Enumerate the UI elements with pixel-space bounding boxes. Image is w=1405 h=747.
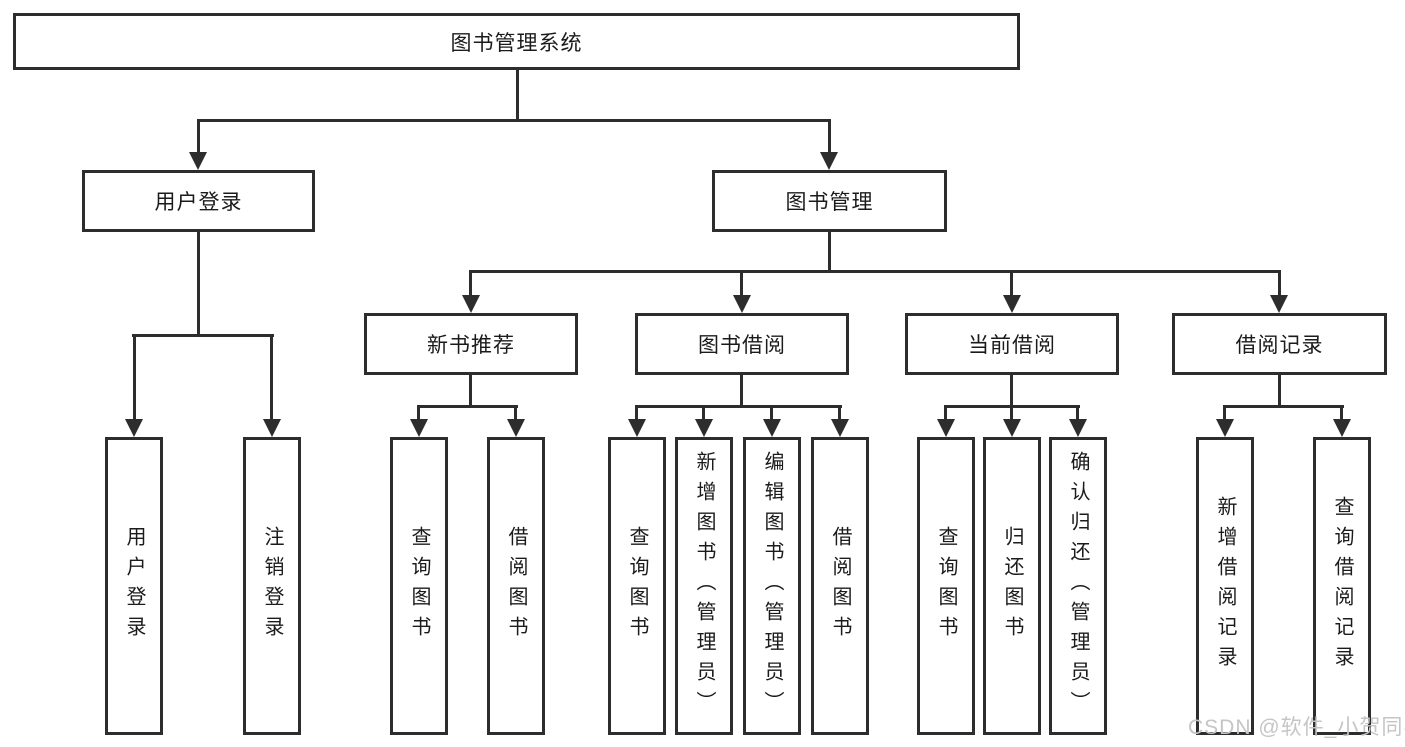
connector-line <box>828 119 831 152</box>
connector-line <box>133 334 136 419</box>
connector-line <box>1010 270 1013 295</box>
connector-line <box>1010 375 1013 406</box>
node-library-management-system: 图书管理系统 <box>13 13 1020 70</box>
connector-line <box>197 119 200 152</box>
leaf-borrow-books-recommend: 借阅图书 <box>487 437 545 735</box>
leaf-label: 归还图书 <box>1001 526 1023 646</box>
leaf-query-books-current: 查询图书 <box>917 437 975 735</box>
connector-line <box>1278 375 1281 406</box>
arrowhead-down-icon <box>1270 295 1288 313</box>
leaf-label: 编辑图书（管理员） <box>761 451 783 721</box>
connector-line <box>770 405 773 419</box>
leaf-return-books: 归还图书 <box>983 437 1041 735</box>
arrowhead-down-icon <box>937 419 955 437</box>
connector-line <box>740 270 743 295</box>
leaf-label: 查询图书 <box>626 526 648 646</box>
connector-line <box>1278 270 1281 295</box>
connector-line <box>516 70 519 120</box>
arrowhead-down-icon <box>628 419 646 437</box>
connector-line <box>635 405 638 419</box>
node-book-management: 图书管理 <box>712 170 947 232</box>
connector-line <box>270 334 273 419</box>
leaf-add-book-admin: 新增图书（管理员） <box>675 437 733 735</box>
arrowhead-down-icon <box>1069 419 1087 437</box>
watermark: CSDN @软件_小贺同学 <box>1188 716 1405 739</box>
leaf-edit-book-admin: 编辑图书（管理员） <box>743 437 801 735</box>
arrowhead-down-icon <box>1003 295 1021 313</box>
leaf-user-login: 用户登录 <box>105 437 163 735</box>
connector-line <box>635 405 842 408</box>
leaf-label: 用户登录 <box>123 526 145 646</box>
connector-line <box>740 375 743 406</box>
connector-line <box>1010 405 1013 419</box>
leaf-borrow-books-borrowing: 借阅图书 <box>811 437 869 735</box>
connector-line <box>469 375 472 406</box>
connector-line <box>1223 405 1344 408</box>
connector-line <box>944 405 947 419</box>
node-borrowing-records: 借阅记录 <box>1172 313 1387 375</box>
node-new-book-recommend: 新书推荐 <box>364 313 578 375</box>
arrowhead-down-icon <box>410 419 428 437</box>
arrowhead-down-icon <box>831 419 849 437</box>
connector-line <box>1223 405 1226 419</box>
connector-line <box>702 405 705 419</box>
connector-line <box>469 270 472 295</box>
leaf-label: 确认归还（管理员） <box>1067 451 1089 721</box>
arrowhead-down-icon <box>695 419 713 437</box>
connector-line <box>197 232 200 335</box>
arrowhead-down-icon <box>189 152 207 170</box>
leaf-label: 查询图书 <box>935 526 957 646</box>
connector-line <box>514 405 517 419</box>
leaf-label: 查询图书 <box>408 526 430 646</box>
arrowhead-down-icon <box>733 295 751 313</box>
arrowhead-down-icon <box>1003 419 1021 437</box>
leaf-label: 借阅图书 <box>505 526 527 646</box>
arrowhead-down-icon <box>125 419 143 437</box>
leaf-query-books-borrowing: 查询图书 <box>608 437 666 735</box>
connector-line <box>1340 405 1343 419</box>
arrowhead-down-icon <box>462 295 480 313</box>
leaf-confirm-return-admin: 确认归还（管理员） <box>1049 437 1107 735</box>
leaf-label: 借阅图书 <box>829 526 851 646</box>
connector-line <box>417 405 518 408</box>
leaf-query-borrow-record: 查询借阅记录 <box>1313 437 1371 735</box>
arrowhead-down-icon <box>763 419 781 437</box>
arrowhead-down-icon <box>820 152 838 170</box>
leaf-label: 注销登录 <box>261 526 283 646</box>
connector-line <box>1076 405 1079 419</box>
node-book-borrowing: 图书借阅 <box>635 313 849 375</box>
connector-line <box>132 334 274 337</box>
node-user-login: 用户登录 <box>82 170 315 232</box>
connector-line <box>838 405 841 419</box>
connector-line <box>197 119 831 122</box>
leaf-add-borrow-record: 新增借阅记录 <box>1196 437 1254 735</box>
leaf-query-books-recommend: 查询图书 <box>390 437 448 735</box>
arrowhead-down-icon <box>1333 419 1351 437</box>
connector-line <box>469 270 1281 273</box>
arrowhead-down-icon <box>263 419 281 437</box>
connector-line <box>828 232 831 271</box>
arrowhead-down-icon <box>1216 419 1234 437</box>
connector-line <box>417 405 420 419</box>
leaf-label: 新增图书（管理员） <box>693 451 715 721</box>
arrowhead-down-icon <box>507 419 525 437</box>
leaf-logout: 注销登录 <box>243 437 301 735</box>
leaf-label: 查询借阅记录 <box>1331 496 1353 676</box>
leaf-label: 新增借阅记录 <box>1214 496 1236 676</box>
node-current-borrowing: 当前借阅 <box>905 313 1119 375</box>
